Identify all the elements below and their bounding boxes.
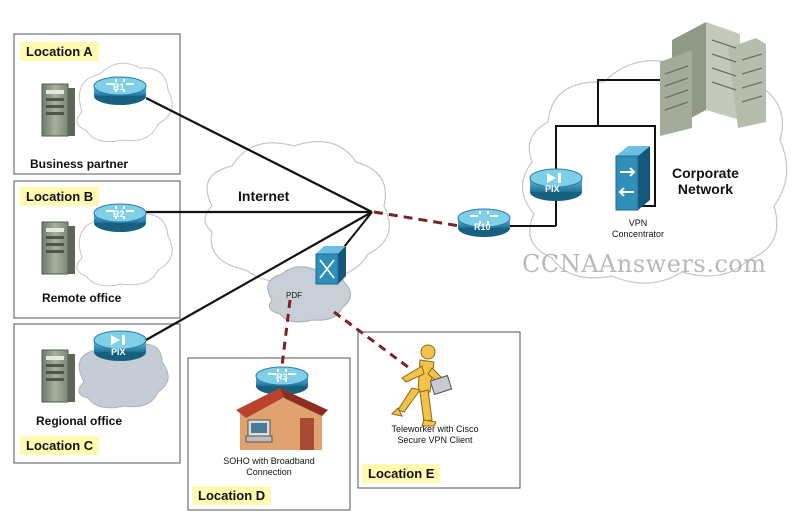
vpn-line1: VPN — [628, 218, 648, 228]
location-c-caption: Regional office — [36, 414, 123, 428]
corporate-title-line1: Corporate — [672, 165, 739, 181]
vpn-line2: Concentrator — [612, 229, 665, 239]
link-pdf-teleworker — [333, 310, 413, 372]
pix-firewall-corp-icon — [529, 168, 583, 201]
location-e-label: Location E — [362, 464, 441, 483]
router-r3-label: R3 — [276, 372, 288, 382]
link-to-headquarters — [597, 79, 680, 126]
headquarters-building-icon — [660, 22, 766, 136]
link-pix-internet — [145, 211, 373, 341]
vpn-concentrator-label: VPN Concentrator — [612, 218, 664, 240]
location-a-label: Location A — [20, 42, 99, 61]
location-c-label: Location C — [20, 436, 100, 455]
location-d-caption: SOHO with Broadband Connection — [204, 456, 334, 478]
router-r1-label: R1 — [113, 82, 125, 92]
pix-corp-label: PIX — [545, 184, 560, 194]
watermark: CCNAAnswers.com — [522, 250, 767, 278]
location-b-server-icon — [41, 221, 76, 275]
teleworker-figure-icon — [390, 344, 453, 427]
pdf-switch-icon — [315, 246, 346, 285]
corporate-title-line2: Network — [677, 181, 734, 197]
location-b-caption: Remote office — [42, 291, 122, 305]
vpn-concentrator-icon — [615, 146, 650, 211]
router-r2-label: R2 — [113, 209, 125, 219]
location-c-server-icon — [41, 349, 76, 403]
location-b-label: Location B — [20, 187, 100, 206]
pix-firewall-c-icon — [93, 330, 147, 361]
location-a-server-icon — [41, 83, 76, 137]
soho-house-icon — [236, 388, 328, 450]
corp-lan-loop — [555, 125, 656, 226]
internet-label: Internet — [238, 188, 290, 204]
location-e-caption-line2: Secure VPN Client — [397, 435, 473, 445]
corporate-network-label: Corporate Network — [672, 165, 739, 197]
location-a-caption: Business partner — [30, 157, 129, 171]
location-d-caption-line2: Connection — [246, 467, 292, 477]
location-d-label: Location D — [192, 486, 272, 505]
link-r1-internet — [145, 97, 373, 213]
router-r10-label: R10 — [474, 222, 491, 232]
pdf-label: PDF — [286, 291, 302, 300]
location-e-box — [357, 331, 521, 489]
location-e-caption-line1: Teleworker with Cisco — [391, 424, 479, 434]
link-pdf-r3 — [280, 299, 292, 367]
location-d-caption-line1: SOHO with Broadband — [223, 456, 315, 466]
pix-c-label: PIX — [111, 347, 126, 357]
location-e-caption: Teleworker with Cisco Secure VPN Client — [370, 424, 500, 446]
